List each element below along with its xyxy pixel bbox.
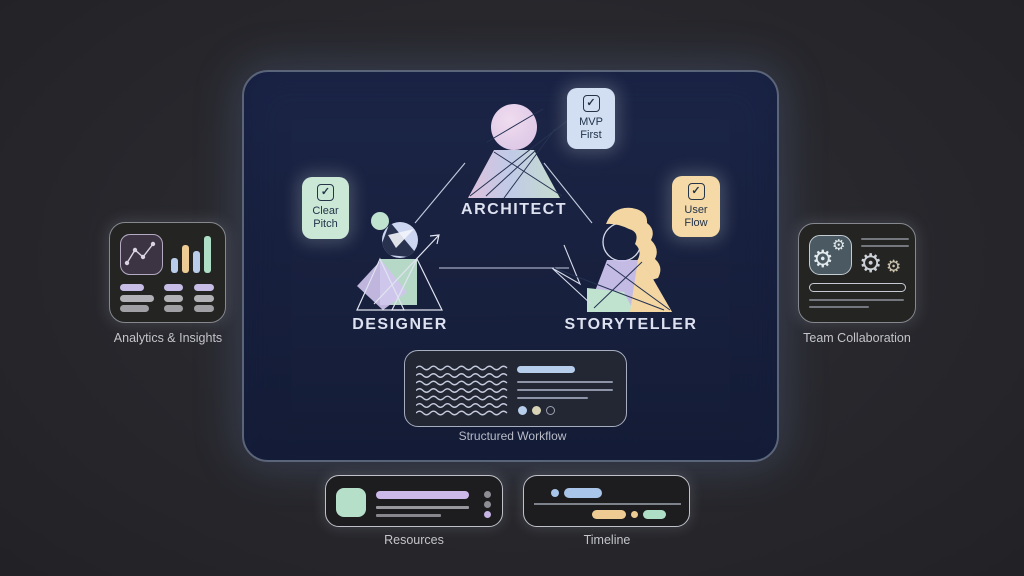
timeline-marker-dot xyxy=(551,489,559,497)
designer-label: DESIGNER xyxy=(352,316,448,333)
input-bar-outline xyxy=(809,283,906,292)
text-line xyxy=(861,245,909,247)
checkbox-icon: ✓ xyxy=(687,183,705,200)
workflow-diagram-panel: ARCHITECT DESIGNER STORYTELLER Structure… xyxy=(242,70,779,462)
storyteller-label: STORYTELLER xyxy=(564,316,698,333)
timeline-marker-dot xyxy=(631,511,638,518)
thumbnail-square xyxy=(336,488,366,517)
wavy-lines-icon xyxy=(416,365,508,416)
timeline-axis-line xyxy=(534,503,681,505)
badge-line: Pitch xyxy=(313,218,338,230)
badge-line: MVP xyxy=(579,116,603,128)
resources-card[interactable] xyxy=(325,475,503,527)
clear-pitch-badge[interactable]: ✓ Clear Pitch xyxy=(302,177,349,239)
timeline-caption: Timeline xyxy=(583,533,631,547)
text-line xyxy=(861,238,909,240)
text-line xyxy=(809,306,869,308)
badge-line: User xyxy=(684,204,708,216)
list-pill xyxy=(164,295,183,302)
workflow-title-bar xyxy=(517,366,575,373)
badge-line: Flow xyxy=(684,217,708,229)
badge-line: Clear xyxy=(312,205,339,217)
workflow-caption: Structured Workflow xyxy=(458,429,567,443)
title-pill xyxy=(376,491,469,499)
workflow-text-line xyxy=(517,389,613,391)
analytics-card[interactable] xyxy=(109,222,226,323)
checkbox-icon: ✓ xyxy=(582,95,600,112)
timeline-event-pill xyxy=(643,510,666,519)
structured-workflow-card[interactable] xyxy=(404,350,627,427)
list-pill xyxy=(120,284,144,291)
mvp-first-badge[interactable]: ✓ MVP First xyxy=(567,88,615,149)
list-pill xyxy=(194,305,214,312)
list-pill xyxy=(164,305,183,312)
resources-caption: Resources xyxy=(384,533,444,547)
text-line xyxy=(376,506,469,509)
timeline-card[interactable] xyxy=(523,475,690,527)
architect-label: ARCHITECT xyxy=(461,201,567,218)
analytics-caption: Analytics & Insights xyxy=(113,331,223,345)
line-chart-icon xyxy=(120,234,163,275)
timeline-event-pill xyxy=(564,488,602,498)
menu-dot xyxy=(484,501,491,508)
checkbox-icon: ✓ xyxy=(317,184,334,201)
roles-figure-art xyxy=(356,104,672,312)
gear-icon: ⚙ xyxy=(832,237,846,254)
workflow-text-line xyxy=(517,397,588,399)
connector-lines xyxy=(414,162,593,269)
badge-line: First xyxy=(580,129,602,141)
timeline-event-pill xyxy=(592,510,626,519)
list-pill xyxy=(120,305,149,312)
menu-dot xyxy=(484,491,491,498)
text-line xyxy=(809,299,904,301)
list-pill xyxy=(120,295,154,302)
workflow-step-dot[interactable] xyxy=(532,406,541,415)
architect-figure xyxy=(468,104,577,199)
user-flow-badge[interactable]: ✓ User Flow xyxy=(672,176,720,237)
text-line xyxy=(376,514,441,517)
collaboration-card[interactable]: ⚙ ⚙ ⚙ ⚙ xyxy=(798,223,916,323)
gear-icon: ⚙ xyxy=(859,248,883,278)
workflow-text-line xyxy=(517,381,613,383)
bar-chart-icon xyxy=(171,233,217,273)
workflow-step-dot-active[interactable] xyxy=(518,406,527,415)
gear-icon: ⚙ xyxy=(812,246,834,273)
menu-dot xyxy=(484,511,491,518)
list-pill xyxy=(194,295,214,302)
gears-tile-icon: ⚙ ⚙ xyxy=(809,235,852,275)
gear-icon: ⚙ xyxy=(886,257,902,276)
list-pill xyxy=(194,284,214,291)
collaboration-caption: Team Collaboration xyxy=(803,331,911,345)
list-pill xyxy=(164,284,183,291)
storyteller-figure xyxy=(551,207,672,312)
workflow-step-dot-outline[interactable] xyxy=(546,406,555,415)
designer-figure xyxy=(356,212,443,311)
